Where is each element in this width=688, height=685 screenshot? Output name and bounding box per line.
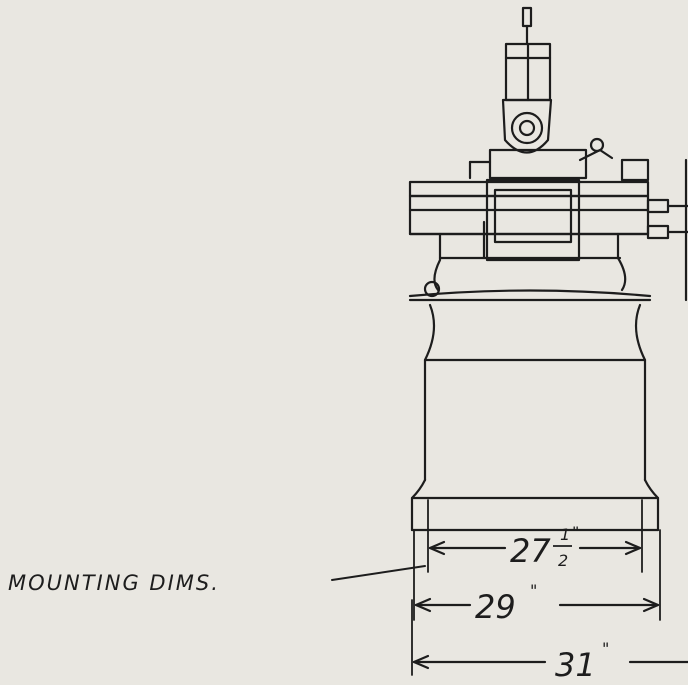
dim-29-value: 29 [475,588,516,626]
extension-lines [411,499,661,676]
dim-27-frac-den: 2 [558,551,568,570]
dim-31-value: 31 [555,646,596,684]
dimension-27 [428,540,642,556]
column [408,232,652,302]
machine-base [410,303,660,532]
dim-27-unit: " [572,523,579,542]
vertical-head [501,6,553,154]
dimension-29 [414,597,660,613]
dim-29-unit: " [530,581,537,600]
callout-leader [331,565,426,581]
dim-27-whole: 27 [510,532,551,570]
dim-27-frac-num: 1 [560,525,570,544]
crossbar [408,148,650,262]
side-controls [578,137,688,302]
mounting-dims-label: MOUNTING DIMS. [8,571,220,595]
dimension-31 [412,654,688,670]
dim-31-unit: " [602,639,609,658]
